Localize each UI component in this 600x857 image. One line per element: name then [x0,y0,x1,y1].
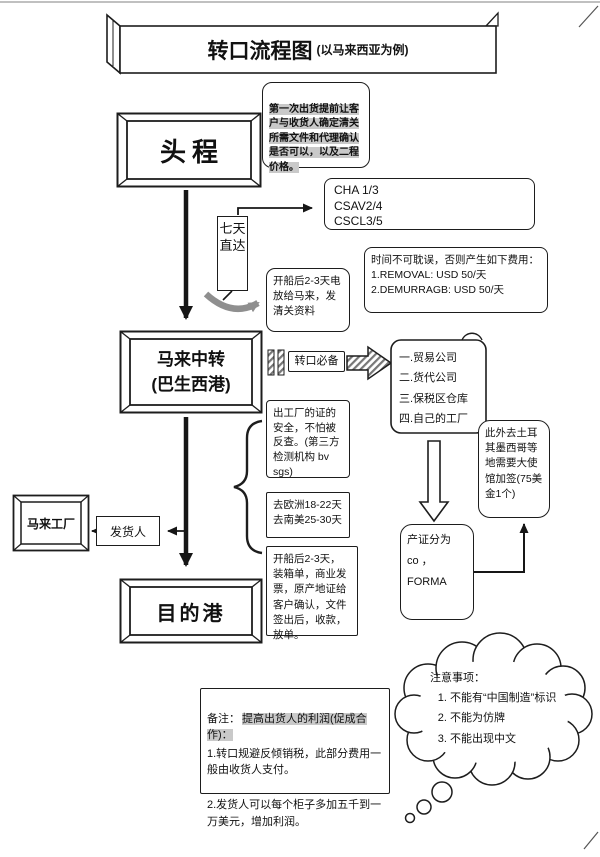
flow-arrows [91,190,529,573]
node-malaysia-transit-label: 马来中转 (巴生西港) [119,330,263,414]
attention-item: 不能有“中国制造”标识 [450,690,560,707]
remarks-label: 备注： [207,712,240,725]
node-malaysia-transit-frame [119,330,263,414]
transit-required-text: 转口必备 [294,354,339,367]
attention-title: 注意事项： [430,672,485,684]
note-delay-fees: 时间不可耽误，否则产生如下费用： 1.REMOVAL: USD 50/天 2.D… [364,247,548,313]
note-after-sail: 开船后2-3天，装箱单，商业发票，原产地证给客户确认，文件签出后，收款，放单。 [266,546,358,641]
brace-left [233,419,263,555]
transit-options-scroll-shape [390,332,487,434]
attention-item: 不能为仿牌 [450,710,560,727]
note-embassy: 此外去土耳其墨西哥等地需要大使馆加签(75美金1个) [478,420,550,518]
transit-required-arrow [267,345,393,381]
node-first-leg-label: 头程 [159,136,224,167]
node-shipper-label: 发货人 [109,524,146,539]
node-malay-factory-frame [12,494,90,552]
remarks-item-1: 1.转口规避反倾销税，此部分费用一般由收货人支付。 [207,747,382,777]
title-banner-shape [106,11,499,75]
note-transit-days: 去欧洲18-22天 去南美25-30天 [266,492,350,538]
note-factory-cert: 出工厂的证的安全，不怕被反查。(第三方检测机构 bv sgs) [266,400,350,478]
page-title: 转口流程图 (以马来西亚为例) [120,26,496,73]
swoosh-arrow-telex [203,291,260,313]
node-first-leg: 头程 [116,112,262,188]
transit-options-list: 一.贸易公司 二.货代公司 三.保税区仓库 四.自己的工厂 [399,352,469,426]
node-destination-port-frame [119,578,263,644]
attention-list: 不能有“中国制造”标识 不能为仿牌 不能出现中文 [430,690,560,748]
attention-bubble: 注意事项： 不能有“中国制造”标识 不能为仿牌 不能出现中文 [430,670,560,751]
note-telex-release: 开船后2-3天电放给马来，发清关资料 [266,268,350,332]
stub-sevenday-down [222,290,233,301]
arrow-options-to-cert [418,440,450,523]
title-sub: (以马来西亚为例) [316,43,409,57]
note-remarks: 备注：提高出货人的利润(促成合作)： 1.转口规避反倾销税，此部分费用一般由收货… [200,688,390,828]
note-first-shipment-text: 第一次出货提前让客户与收货人确定清关所需文件和代理确认是否可以，以及二程价格。 [269,103,359,173]
remarks-item-2: 2.发货人可以每个柜子多加五千到一万美元，增加利润。 [207,799,382,828]
note-first-shipment: 第一次出货提前让客户与收货人确定清关所需文件和代理确认是否可以，以及二程价格。 [262,82,370,173]
node-first-leg-frame [116,112,262,188]
seven-day-direct-box: 七天直达 [217,216,248,291]
node-shipper: 发货人 [96,516,160,546]
arrow-to-shipping-lines [237,203,313,215]
thought-bubble-shape [394,632,593,824]
node-malay-factory-label: 马来工厂 [26,516,75,531]
note-cert-types: 产证分为 co ， FORMA [400,524,474,620]
node-malay-factory: 马来工厂 [12,494,90,552]
transit-label-line2: (巴生西港) [151,375,231,394]
arrow-cert-to-embassy [474,523,529,573]
title-main: 转口流程图 [207,39,313,63]
node-malaysia-transit: 马来中转 (巴生西港) [119,330,263,414]
node-destination-port: 目的港 [119,578,263,644]
note-shipping-lines: CHA 1/3 CSAV2/4 CSCL3/5 [324,178,535,230]
transit-label-line1: 马来中转 [157,349,225,369]
transit-required-label: 转口必备 [288,351,345,372]
node-destination-port-label: 目的港 [156,602,226,625]
attention-item: 不能出现中文 [450,731,560,748]
